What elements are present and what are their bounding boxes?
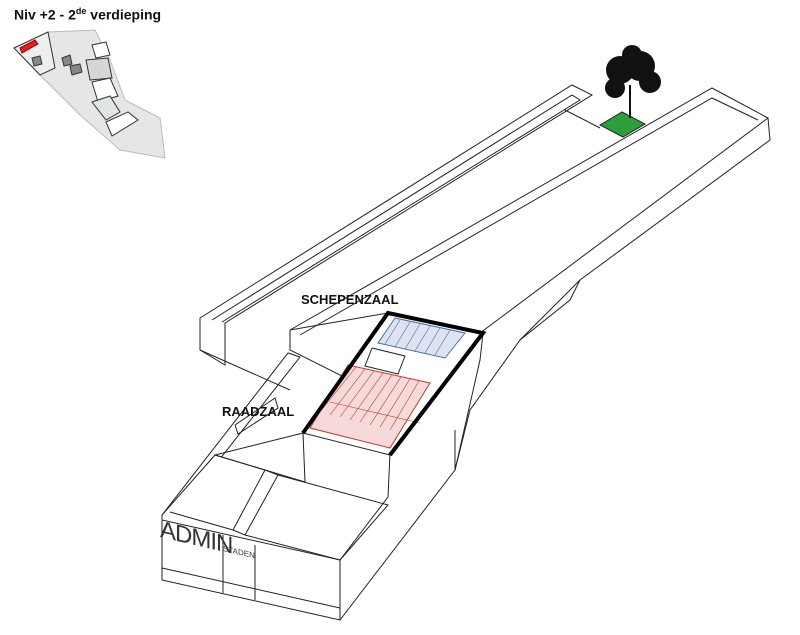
highlighted-building — [19, 39, 39, 54]
green-roof-patch — [598, 111, 647, 138]
schepenzaal-label: SCHEPENZAAL — [301, 292, 399, 307]
site-plan-outline — [13, 29, 166, 159]
schepenzaal-hatch — [384, 319, 451, 356]
raadzaal-hatch — [319, 366, 421, 431]
schepenzaal-floor — [377, 317, 466, 359]
building-axonometric — [161, 45, 771, 621]
tree-icon — [605, 45, 661, 118]
raadzaal-label: RAADZAAL — [222, 404, 295, 419]
level-title: Niv +2 - 2de verdieping — [14, 6, 161, 23]
title-text: Niv +2 - 2 — [14, 6, 76, 23]
hall-outline — [301, 310, 487, 457]
title-sup: de — [75, 6, 87, 16]
title-suffix: verdieping — [86, 6, 162, 23]
